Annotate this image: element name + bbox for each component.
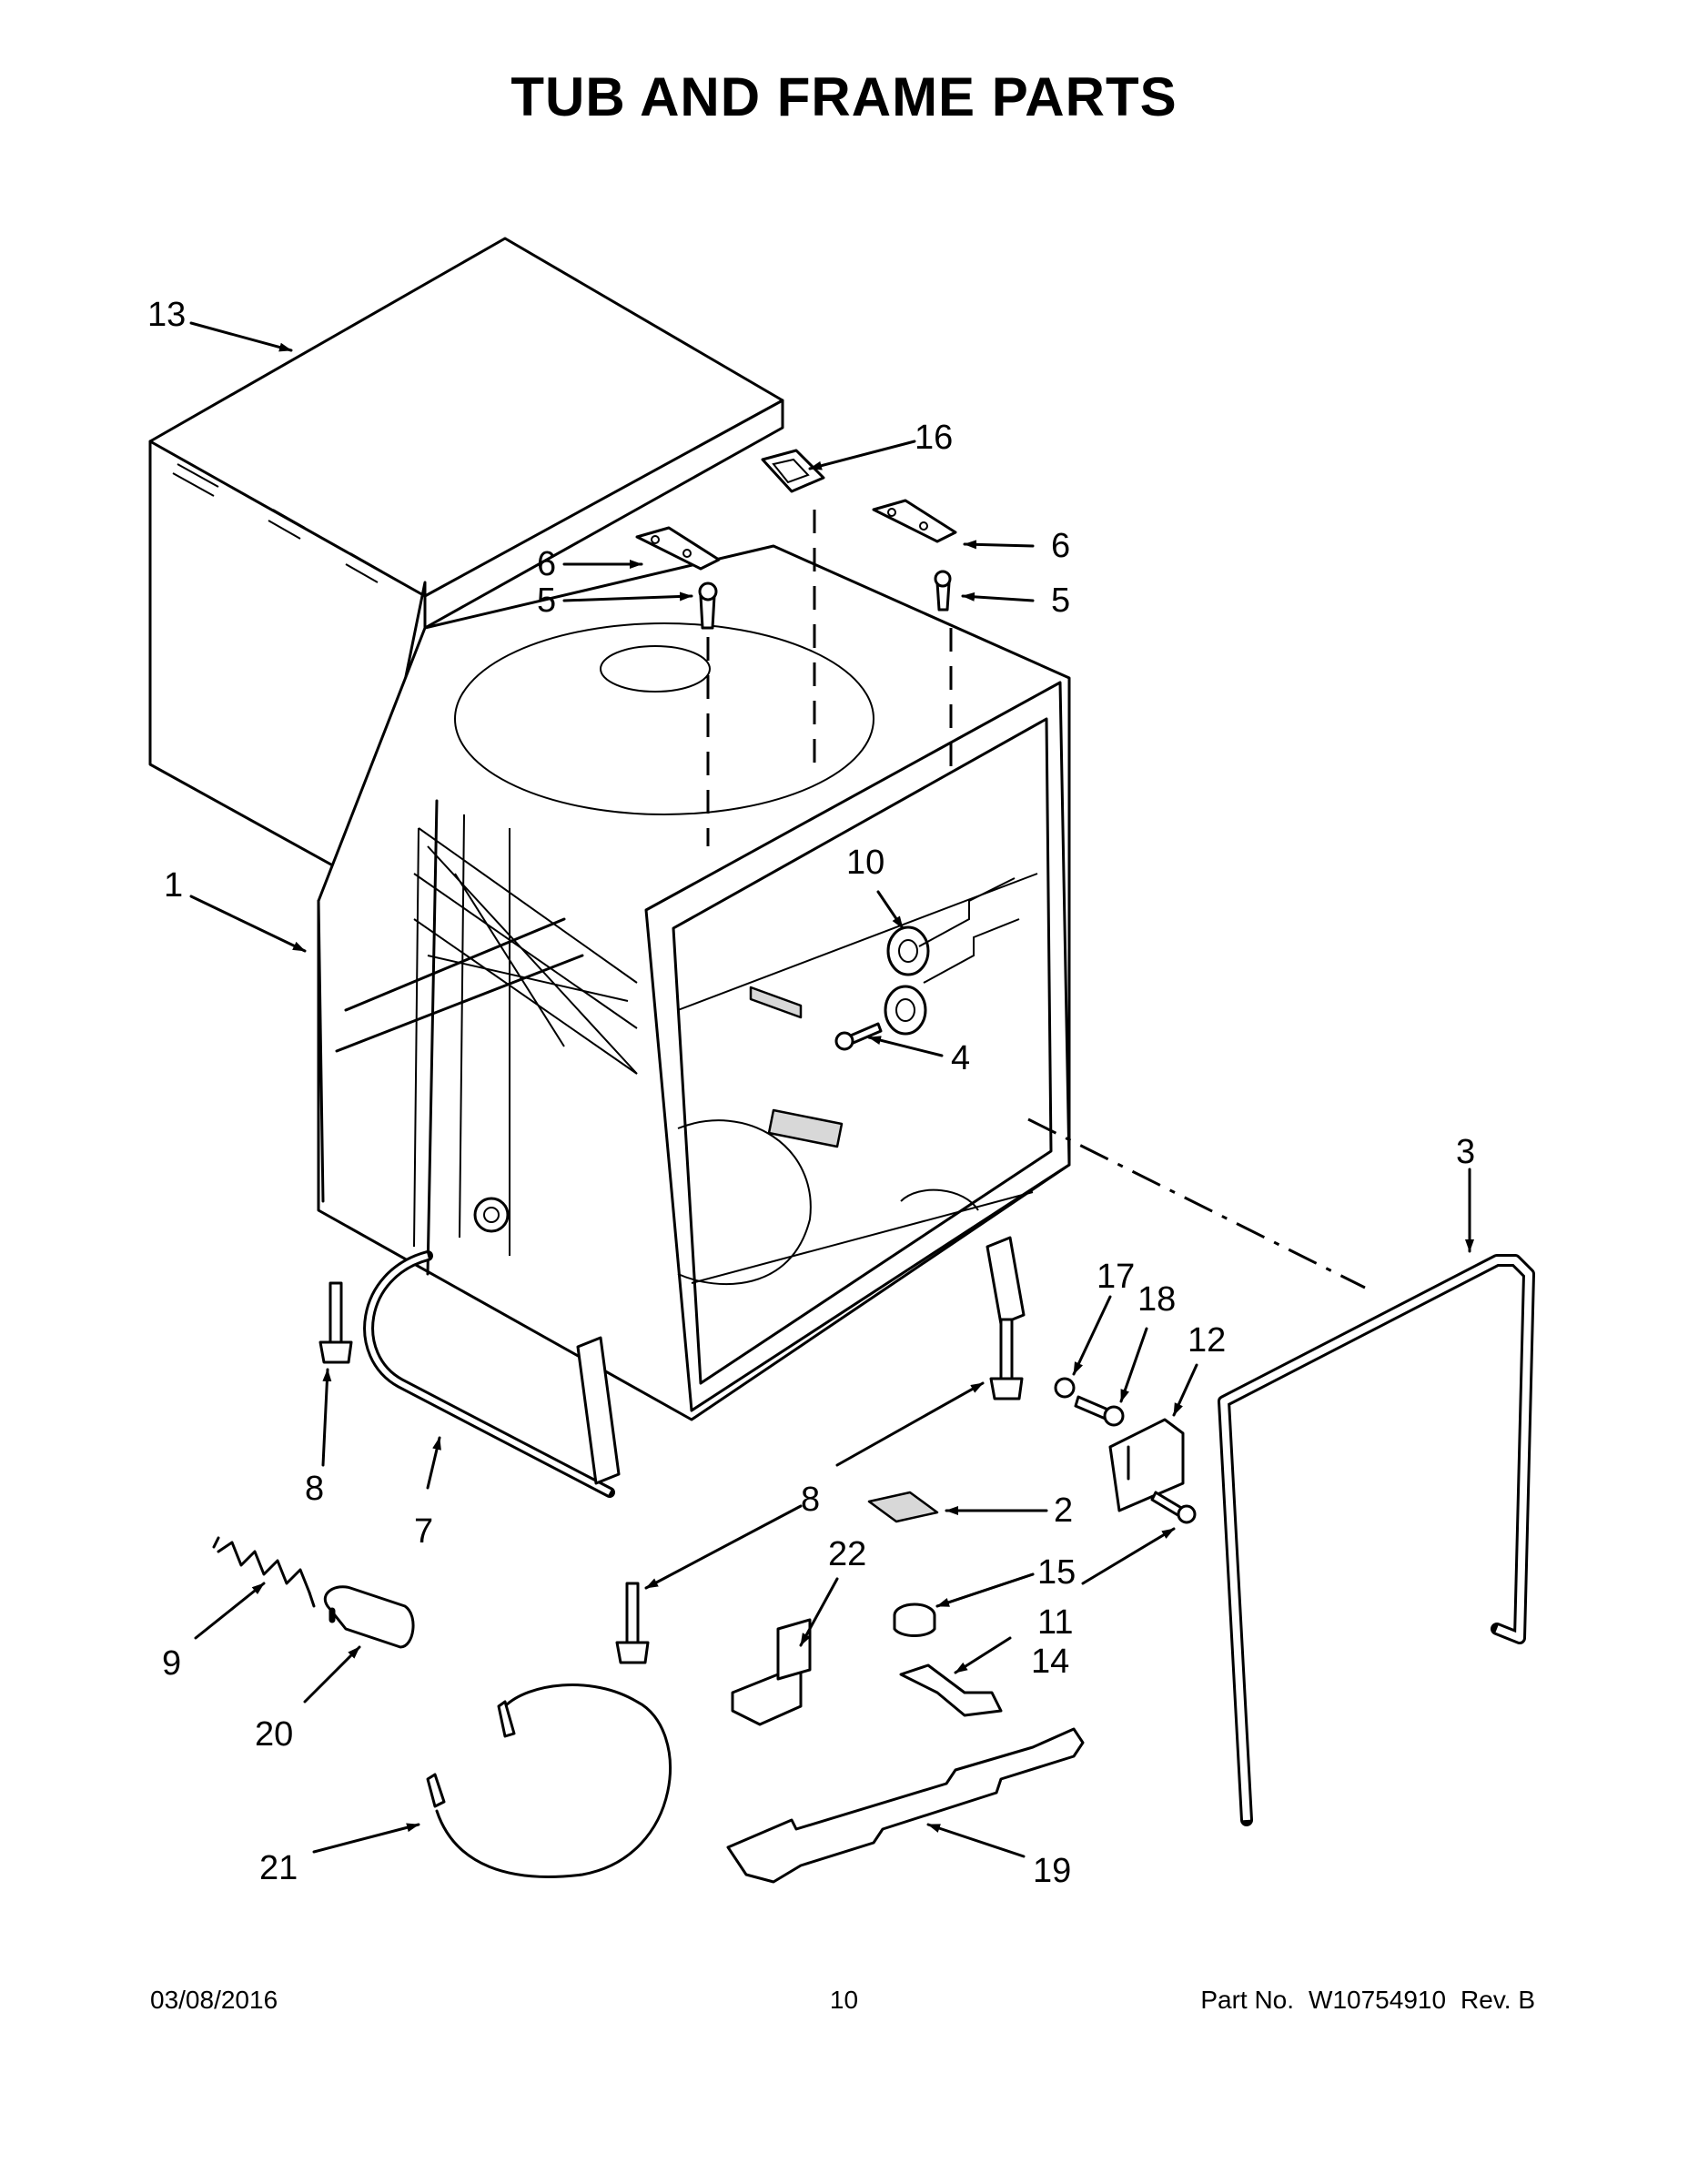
door-gasket-part — [1218, 1254, 1535, 1826]
bracket-screw-part — [1150, 1491, 1197, 1524]
callout-7: 7 — [414, 1512, 433, 1551]
footer-page-number: 10 — [829, 1986, 859, 2014]
callout-4: 4 — [951, 1039, 970, 1077]
footer-part-info: Part No. W10754910 Rev. B — [1186, 1986, 1535, 2015]
callout-10: 10 — [846, 844, 884, 882]
callout-20: 20 — [255, 1715, 293, 1754]
pad-part — [324, 1585, 415, 1649]
nut-part — [1054, 1377, 1076, 1399]
callout-9: 9 — [162, 1644, 181, 1683]
clip-part — [761, 449, 825, 493]
wire-harness-part — [426, 1684, 672, 1878]
callout-2: 2 — [1054, 1491, 1073, 1530]
callout-8: 8 — [305, 1470, 324, 1508]
plate-part — [867, 1491, 939, 1523]
bolt-part — [1074, 1395, 1125, 1427]
callout-5: 5 — [1051, 581, 1070, 620]
base-shield-part — [726, 1727, 1085, 1884]
callout-12: 12 — [1188, 1321, 1226, 1360]
wheel-screw-part — [834, 1022, 883, 1051]
callout-6: 6 — [1051, 527, 1070, 565]
callout-21: 21 — [259, 1849, 298, 1887]
door-spring-part — [212, 1536, 316, 1608]
callout-11: 11 — [1037, 1603, 1073, 1642]
door-wheel-part — [884, 877, 1020, 1036]
callout-8: 8 — [801, 1481, 820, 1519]
screw-part — [698, 570, 952, 630]
leveling-leg-part — [318, 1281, 1024, 1664]
side-bracket-part — [1108, 1418, 1185, 1512]
part-number-label: Part No. — [1200, 1986, 1295, 2014]
page-title: TUB AND FRAME PARTS — [510, 66, 1178, 127]
callout-6: 6 — [537, 545, 556, 583]
callout-16: 16 — [915, 419, 953, 457]
callout-5: 5 — [537, 581, 556, 620]
hinge-bracket-part — [635, 499, 957, 571]
revision: Rev. B — [1461, 1986, 1535, 2014]
tub-assembly-part — [317, 544, 1071, 1421]
callout-14: 14 — [1031, 1643, 1069, 1681]
insulation-blanket-part — [148, 237, 784, 885]
callout-22: 22 — [828, 1535, 866, 1573]
mounting-bracket-part — [731, 1618, 812, 1726]
callout-17: 17 — [1097, 1258, 1135, 1296]
callout-labels: 13 16 6 6 5 5 1 10 4 3 17 18 12 8 8 7 2 … — [147, 296, 1475, 1890]
callout-13: 13 — [147, 296, 186, 334]
leader-lines — [189, 321, 1474, 1858]
callout-15: 15 — [1037, 1553, 1076, 1592]
part-number: W10754910 — [1309, 1986, 1447, 2014]
footer-date: 03/08/2016 — [150, 1986, 278, 2014]
callout-1: 1 — [164, 866, 183, 905]
sensor-clip-part — [899, 1663, 1003, 1717]
callout-19: 19 — [1033, 1852, 1071, 1890]
sensor-part — [893, 1603, 936, 1637]
callout-18: 18 — [1137, 1280, 1176, 1319]
tub-strap-part — [363, 1236, 1026, 1498]
callout-3: 3 — [1456, 1133, 1475, 1171]
